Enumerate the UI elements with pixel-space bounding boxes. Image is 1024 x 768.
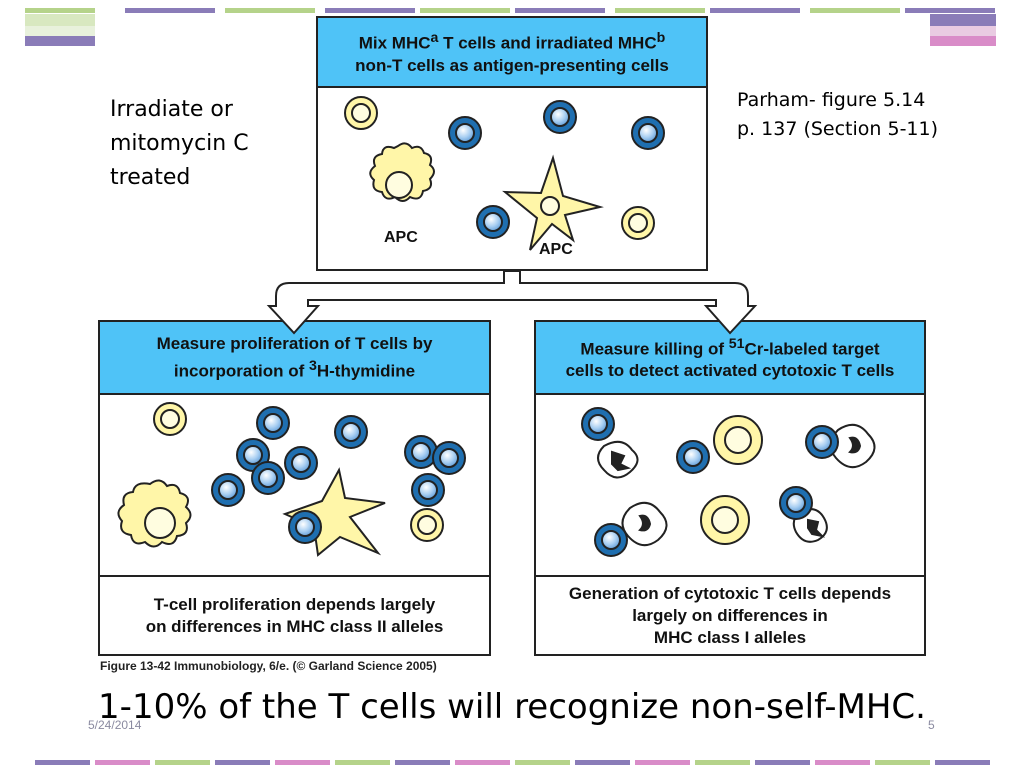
slide-headline: 1-10% of the T cells will recognize non-… <box>98 687 926 727</box>
t-cell <box>211 406 466 544</box>
small-apc <box>153 402 444 542</box>
reference-note-line: p. 137 (Section 5-11) <box>737 118 939 140</box>
split-arrow <box>266 270 758 335</box>
apc-dendritic <box>282 467 386 557</box>
apc-amoeboid <box>117 479 192 548</box>
treatment-note-line: Irradiate or <box>110 97 233 122</box>
target-cell <box>700 415 763 545</box>
slide-number: 5 <box>928 718 935 732</box>
apc-label: APC <box>539 241 573 258</box>
figure-caption: Figure 13-42 Immunobiology, 6/e. (© Garl… <box>100 659 437 673</box>
apc-dendritic <box>502 154 604 251</box>
slide-date: 5/24/2014 <box>88 718 142 732</box>
treatment-note: Irradiate or mitomycin C treated <box>110 93 249 195</box>
apc-label: APC <box>384 229 418 246</box>
apc-amoeboid <box>369 142 435 202</box>
treatment-note-line: treated <box>110 165 191 190</box>
reference-note: Parham- figure 5.14 p. 137 (Section 5-11… <box>737 86 938 144</box>
reference-note-line: Parham- figure 5.14 <box>737 89 926 111</box>
small-apc <box>344 96 655 240</box>
treatment-note-line: mitomycin C <box>110 131 249 156</box>
cytotoxic-t-cell <box>581 407 839 557</box>
dying-target-cell <box>597 423 876 547</box>
t-cell <box>448 100 665 239</box>
